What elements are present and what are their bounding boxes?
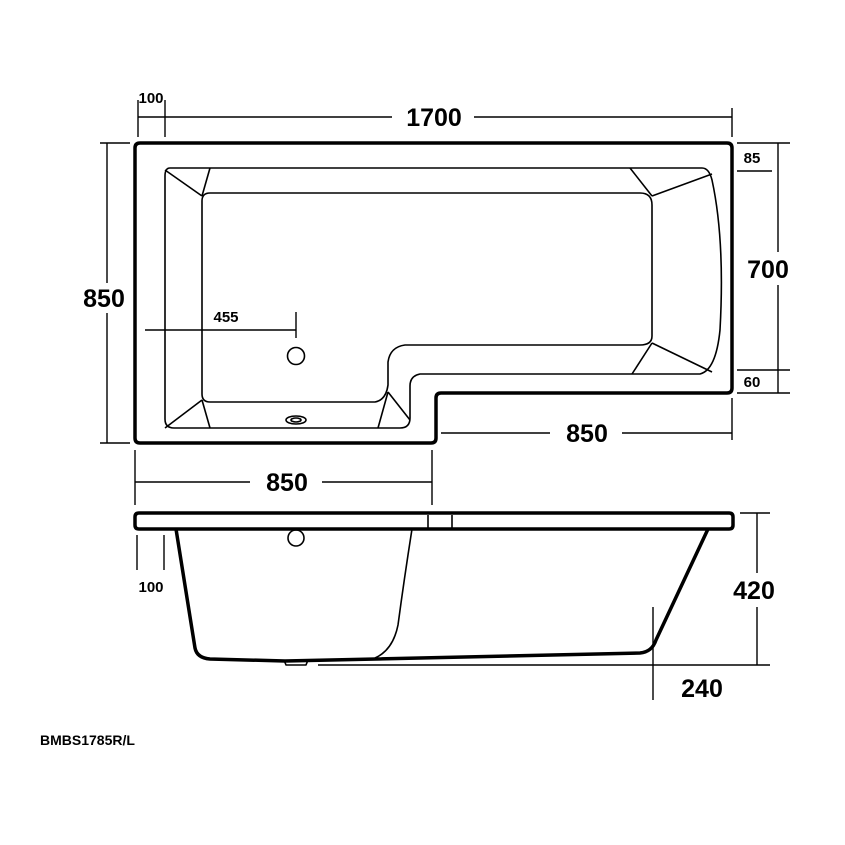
elevation-dimensions: 100 420 240 [136,512,775,703]
plan-waste-outlet [285,415,307,425]
bevel-line-top-right [651,173,713,197]
elevation-front-panel-line [374,528,413,659]
elevation-bath-body [174,528,710,663]
bevel-line-top-right-2 [629,167,653,197]
bevel-line-bottom-left-2 [201,399,211,429]
elevation-waste [283,659,309,666]
plan-waste-outlet-inner [290,417,302,423]
dim-label-end-inset-top: 85 [744,150,761,167]
dim-label-left-offset-top: 100 [138,90,163,107]
dim-label-left-offset-side: 100 [138,579,163,596]
plan-basin-top-edge [164,167,723,429]
plan-overflow-circle [286,346,306,366]
dim-label-end-inset-bottom: 60 [744,374,761,391]
dim-label-waste-position: 455 [213,309,238,326]
dim-label-overall-width: 850 [83,285,125,313]
dim-label-step-length-left: 850 [266,469,308,497]
dim-label-end-slope: 240 [681,675,723,703]
dim-label-step-length-right: 850 [566,420,608,448]
bevel-line-step [387,391,411,421]
side-elevation [133,511,735,666]
elevation-rim [133,511,735,531]
bevel-line-bottom-right [651,342,713,373]
elevation-overflow-circle [287,529,305,547]
bevel-line-top-left-2 [201,167,211,197]
plan-outer-rim [133,141,734,445]
bevel-line-step-2 [377,391,389,429]
dim-label-height: 420 [733,577,775,605]
plan-view [133,141,734,445]
model-code: BMBS1785R/L [40,732,135,748]
bevel-line-bottom-left [164,399,203,429]
dim-label-overall-length: 1700 [406,104,462,132]
plan-dimensions: 100 1700 850 455 85 700 60 850 [83,90,790,505]
bevel-line-top-left [164,169,203,197]
dim-label-end-width: 700 [747,256,789,284]
bevel-line-bottom-right-2 [631,342,653,375]
plan-basin-floor [201,192,653,403]
